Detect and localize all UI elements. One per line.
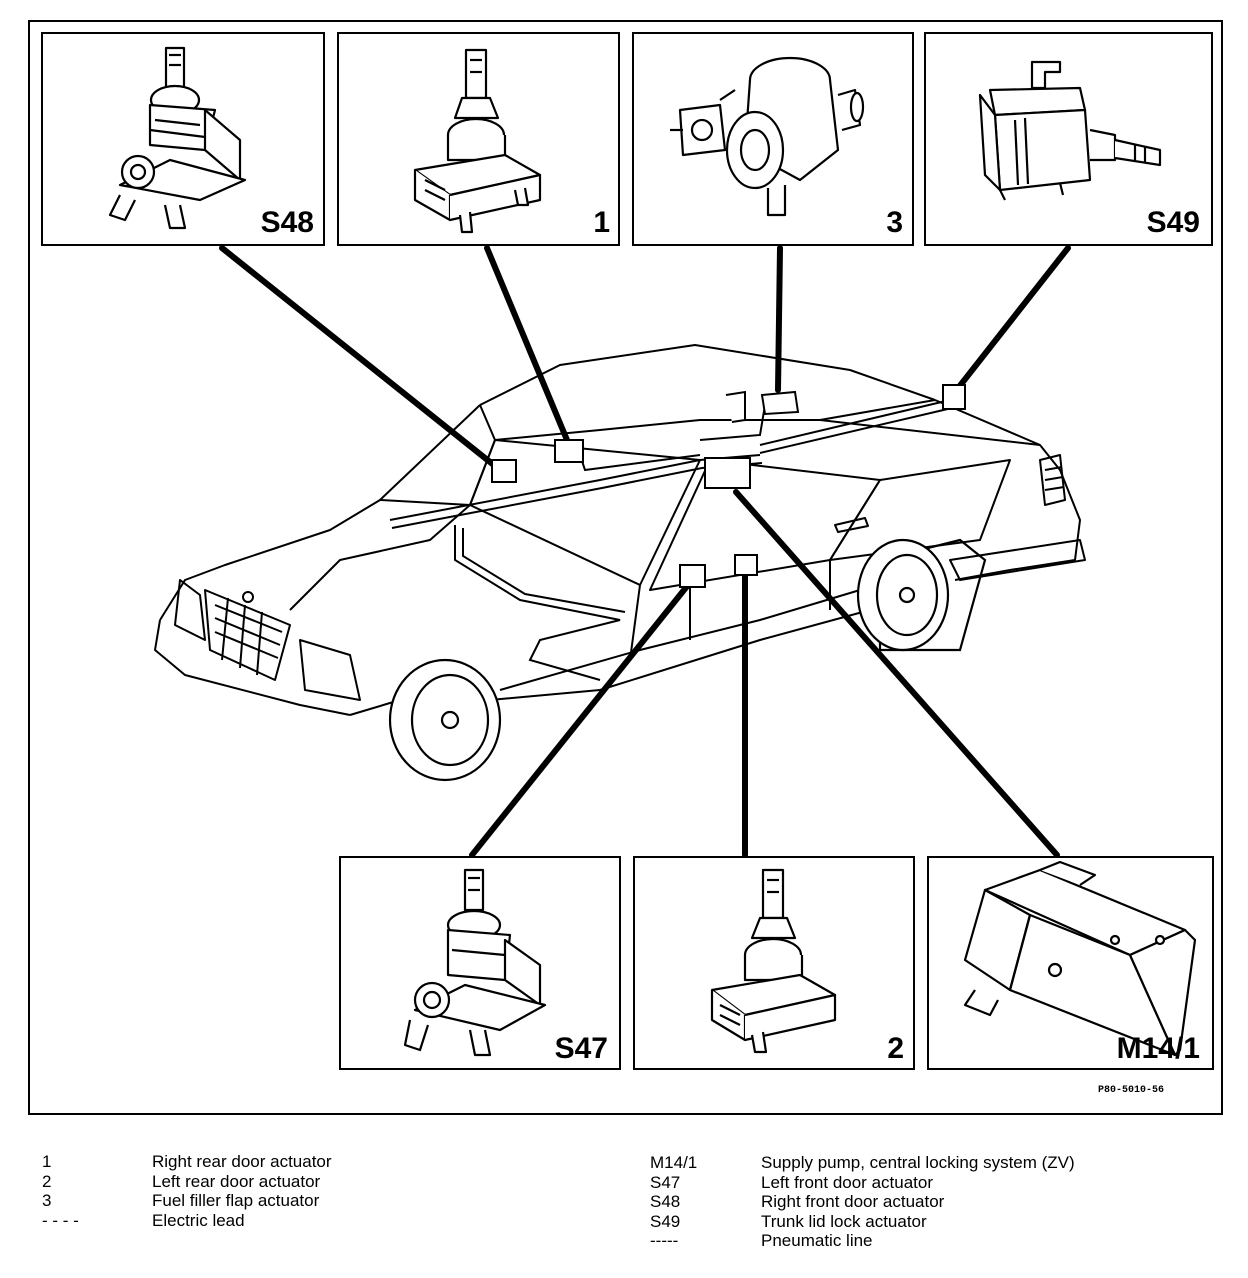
legend-key: S49 — [650, 1211, 681, 1231]
panel-label-1: 1 — [593, 206, 610, 239]
legend-right: M14/1 Supply pump, central locking syste… — [650, 1153, 1075, 1251]
legend-row: S48 Right front door actuator — [650, 1192, 1075, 1212]
panel-label-s49: S49 — [1147, 206, 1200, 239]
legend-row: 1 Right rear door actuator — [42, 1152, 332, 1172]
panel-labels: S48 1 3 S49 S47 2 M14/1 — [261, 206, 1200, 1065]
legend-key: 2 — [42, 1171, 52, 1191]
actuator-1-drawing — [413, 48, 542, 234]
legend-desc: Right rear door actuator — [152, 1152, 332, 1171]
legend-key: M14/1 — [650, 1153, 698, 1172]
legend-desc: Electric lead — [152, 1210, 245, 1230]
legend-row: 2 Left rear door actuator — [42, 1172, 332, 1192]
central-locking-diagram: S48 1 3 S49 S47 2 M14/1 — [41, 32, 1214, 1070]
leader-lines — [219, 245, 1071, 858]
legend-desc: Pneumatic line — [761, 1231, 873, 1250]
legend-desc: Fuel filler flap actuator — [152, 1191, 320, 1210]
legend-desc: Trunk lid lock actuator — [761, 1211, 927, 1231]
legend-key: - - - - — [42, 1210, 79, 1230]
actuator-s48-drawing — [108, 46, 247, 230]
legend-row: ----- Pneumatic line — [650, 1231, 1075, 1251]
panel-label-s48: S48 — [261, 206, 314, 239]
panel-label-m14-1: M14/1 — [1117, 1032, 1200, 1065]
legend-key: S47 — [650, 1172, 681, 1192]
reference-code: P80-5010-56 — [1098, 1085, 1165, 1096]
supply-pump-drawing — [963, 860, 1197, 1057]
legend-desc: Supply pump, central locking system (ZV) — [761, 1153, 1075, 1172]
diagram-frame — [28, 20, 1223, 1115]
legend-key: 1 — [42, 1152, 52, 1171]
legend-row: S49 Trunk lid lock actuator — [650, 1212, 1075, 1232]
legend-desc: Right front door actuator — [761, 1192, 945, 1211]
panel-label-3: 3 — [886, 206, 903, 239]
legend-row: S47 Left front door actuator — [650, 1173, 1075, 1193]
legend-key: S48 — [650, 1192, 681, 1211]
actuator-s47-drawing — [403, 868, 547, 1057]
legend-row: 3 Fuel filler flap actuator — [42, 1191, 332, 1211]
actuator-3-drawing — [670, 56, 865, 217]
panel-label-2: 2 — [887, 1032, 904, 1065]
car-wheels — [388, 538, 987, 782]
legend-left: 1 Right rear door actuator 2 Left rear d… — [42, 1152, 332, 1230]
legend-desc: Left front door actuator — [761, 1172, 933, 1192]
car-component-markers — [491, 384, 966, 588]
panel-label-s47: S47 — [555, 1032, 608, 1065]
actuator-s49-drawing — [978, 60, 1162, 201]
legend-key: 3 — [42, 1191, 52, 1210]
actuator-2-drawing — [710, 868, 837, 1054]
legend-key: ----- — [650, 1231, 679, 1250]
legend-row: M14/1 Supply pump, central locking syste… — [650, 1153, 1075, 1173]
car-outline — [154, 344, 1086, 716]
legend-desc: Left rear door actuator — [152, 1171, 321, 1191]
legend-row: - - - - Electric lead — [42, 1211, 332, 1231]
